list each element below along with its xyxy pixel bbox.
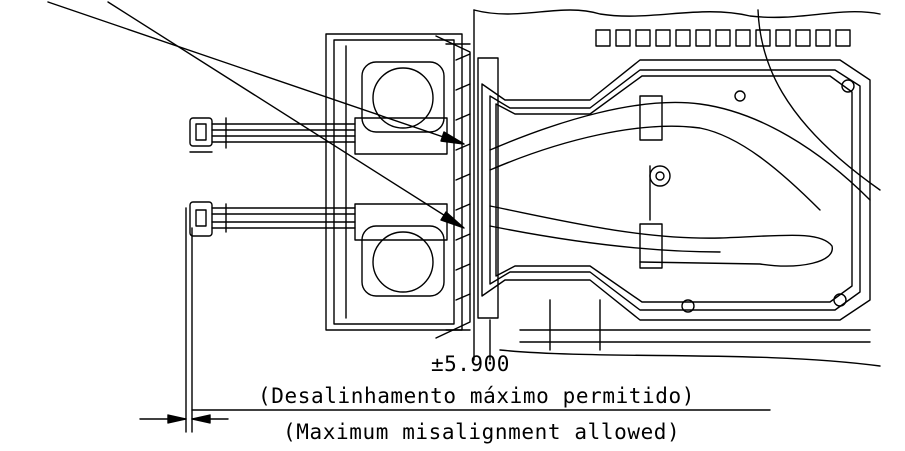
dimension-lines [139,207,771,433]
misalignment-label-english: (Maximum misalignment allowed) [283,420,681,444]
dimension-value: ±5.900 [431,352,510,376]
tie-rods [189,117,356,237]
leader-arrows [47,1,465,229]
gearbox-body [473,9,881,367]
misalignment-label-portuguese: (Desalinhamento máximo permitido) [258,384,696,408]
coupling-housing [325,33,471,339]
